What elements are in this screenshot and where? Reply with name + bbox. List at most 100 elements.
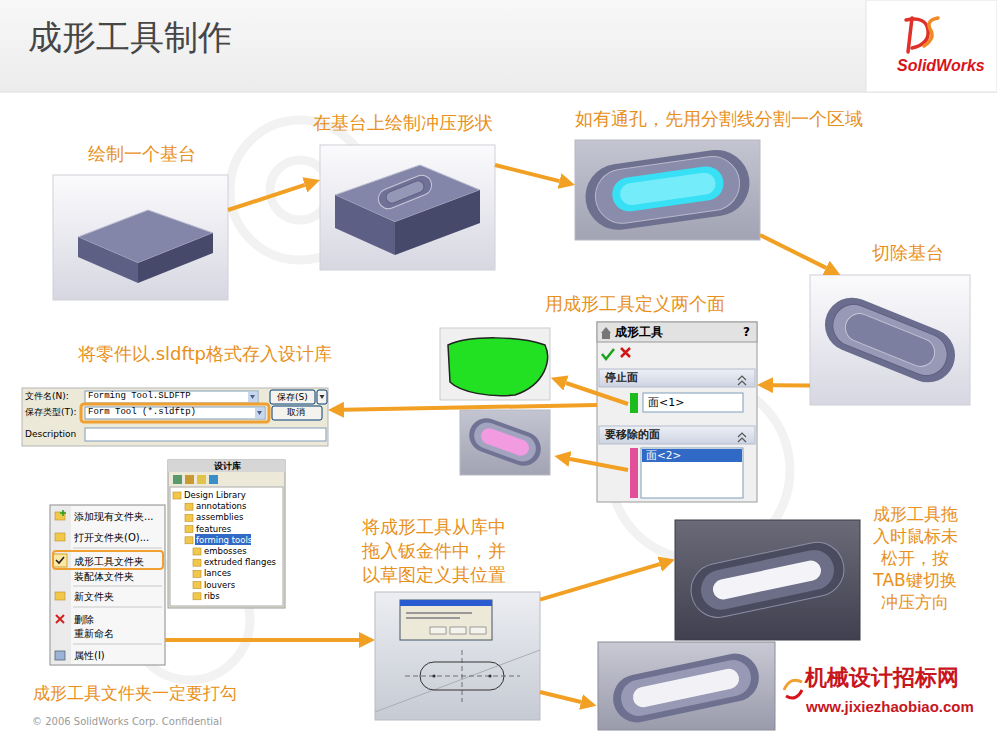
split-line-picture	[610, 164, 726, 213]
design-library-frame	[170, 487, 283, 606]
property-dialog-frame	[601, 327, 611, 333]
save-dialog-frame	[255, 408, 264, 418]
design-library-frame	[193, 570, 201, 577]
property-dialog-frame	[738, 376, 746, 385]
property-dialog-frame	[599, 369, 755, 387]
sketch-picture	[462, 650, 463, 702]
context-menu-frame	[73, 644, 162, 645]
context-menu-frame	[73, 548, 162, 549]
result-picture-reversed	[598, 642, 775, 730]
step-image: 如有通孔，先用分割线分割一个区域	[575, 140, 760, 240]
property-dialog-frame	[630, 393, 638, 413]
result-picture	[675, 520, 860, 640]
stamp-shape-picture	[375, 172, 434, 212]
design-library-frame	[197, 475, 206, 484]
dialog-title: 成形工具	[615, 325, 663, 339]
design-library-frame	[185, 514, 193, 521]
header-bar	[0, 92, 997, 93]
context-menu-frame	[55, 592, 65, 600]
step-caption: 切除基台	[872, 242, 944, 265]
step-image: 在基台上绘制冲压形状	[320, 145, 495, 270]
menu-item: 属性(I)	[74, 650, 105, 662]
result-picture	[686, 537, 849, 622]
step-image: 绘制一个基台	[53, 175, 228, 300]
tree-item: extruded flanges	[204, 557, 276, 567]
tree-item: lances	[204, 568, 231, 578]
field-label: Description	[25, 429, 76, 440]
file-name: Forming Tool.SLDFTP	[88, 391, 191, 402]
removed-face-picture	[464, 413, 545, 470]
save-dialog-frame	[85, 391, 258, 403]
result-picture	[675, 520, 860, 640]
tree-item: assemblies	[196, 512, 243, 522]
design-library-frame	[193, 593, 201, 600]
header-bar	[866, 0, 997, 92]
step-image: 切除基台	[810, 275, 970, 405]
property-dialog-frame	[602, 349, 614, 359]
section-header: 要移除的面	[605, 428, 660, 442]
step-caption: 将零件以.sldftp格式存入设计库	[78, 343, 332, 366]
stamp-shape-picture	[320, 145, 495, 270]
save-dialog: 将零件以.sldftp格式存入设计库文件名(N):Forming Tool.SL…	[22, 388, 328, 446]
dialog-button: 保存(S)	[277, 392, 308, 403]
face-list-item: 面<2>	[646, 449, 681, 461]
save-dialog-frame	[272, 406, 322, 420]
property-dialog-frame	[602, 333, 610, 339]
property-dialog-frame	[642, 449, 742, 462]
design-library-frame	[193, 559, 201, 566]
design-library-frame	[209, 475, 218, 484]
watermark: 机械设计招标网	[805, 664, 959, 692]
save-dialog-frame	[320, 395, 325, 399]
result-picture-reversed	[631, 667, 741, 709]
base-block-picture	[53, 175, 228, 300]
property-dialog-frame	[597, 322, 757, 502]
menu-item: 新文件夹	[74, 591, 114, 603]
property-dialog: 用成形工具定义两个面成形工具?停止面面<1>要移除的面面<2>	[597, 322, 757, 502]
split-line-picture	[619, 171, 717, 206]
context-menu-frame	[55, 533, 65, 541]
base-block-picture	[138, 233, 213, 283]
sketch-picture	[406, 617, 460, 619]
property-dialog-frame	[641, 448, 743, 498]
step-caption: 如有通孔，先用分割线分割一个区域	[575, 108, 863, 131]
context-menu-frame	[55, 651, 65, 660]
design-library-frame	[193, 548, 201, 555]
tree-item: louvers	[204, 580, 235, 590]
save-dialog-frame	[85, 407, 265, 419]
result-picture	[711, 559, 823, 601]
face-field: 面<1>	[648, 396, 684, 410]
step-caption: 将成形工具从库中拖入钣金件中，并以草图定义其位置	[362, 515, 508, 587]
save-dialog-frame	[257, 411, 262, 415]
base-block-picture	[53, 175, 228, 300]
step-caption: 成形工具文件夹一定要打勾	[33, 683, 237, 704]
save-dialog-frame	[22, 388, 328, 446]
save-dialog-frame	[250, 395, 255, 399]
ds-logo	[908, 18, 912, 52]
context-menu: 添加现有文件夹...打开文件夹(O)...成形工具文件夹装配体文件夹新文件夹删除…	[50, 505, 165, 665]
header-bar	[0, 0, 997, 92]
base-block-picture	[78, 237, 138, 283]
section-header: 停止面	[605, 371, 638, 385]
result-picture-reversed	[618, 657, 755, 720]
sketch-picture	[375, 592, 540, 720]
menu-item: 删除	[74, 614, 94, 626]
header-bar	[0, 0, 997, 92]
help-button: ?	[743, 325, 750, 339]
design-library-frame	[168, 460, 285, 608]
flow-arrow	[760, 235, 826, 268]
field-label: 文件名(N):	[25, 391, 69, 402]
leader-arrow	[570, 459, 628, 470]
watermark-icon	[784, 680, 802, 698]
tree-item: features	[196, 524, 231, 534]
menu-item: 重新命名	[74, 628, 114, 640]
file-type: Form Tool (*.sldftp)	[88, 407, 196, 418]
property-dialog-frame	[738, 433, 746, 442]
library-panel: 设计库Design Libraryannotationsassembliesfe…	[168, 460, 285, 608]
context-menu-frame	[60, 510, 66, 516]
design-library-frame	[193, 582, 201, 589]
step-caption: 用成形工具定义两个面	[545, 293, 725, 316]
sketch-picture	[432, 674, 435, 677]
ds-logo	[924, 18, 938, 46]
step-image: 将成形工具从库中拖入钣金件中，并以草图定义其位置	[375, 592, 540, 720]
context-menu-frame	[73, 607, 162, 608]
